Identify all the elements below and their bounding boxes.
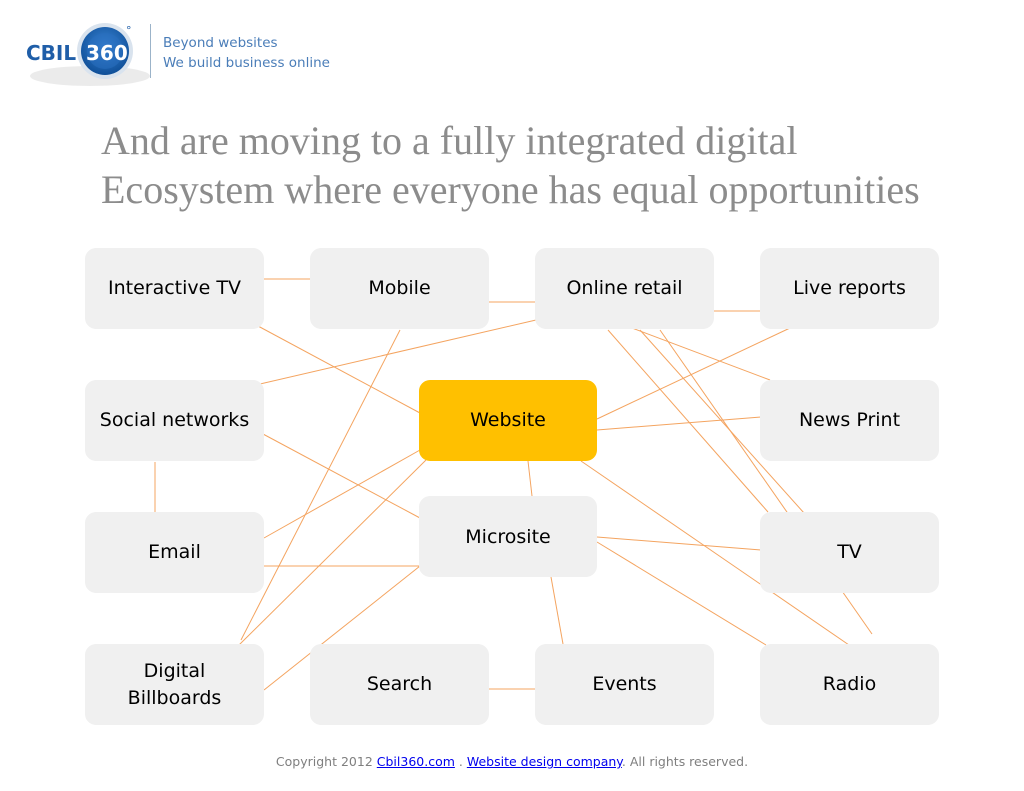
connector-microsite-tv — [596, 536, 762, 551]
node-social-networks[interactable]: Social networks — [85, 380, 264, 461]
node-events[interactable]: Events — [535, 644, 714, 725]
tagline-line-1: Beyond websites — [163, 35, 278, 51]
footer-link-cbil360[interactable]: Cbil360.com — [376, 754, 455, 769]
connector-website-microsite — [527, 460, 533, 497]
connector-online-retail-tv-a — [607, 329, 769, 513]
logo-text-360: 360 — [86, 41, 128, 65]
connector-online-retail-news-print — [631, 327, 771, 381]
node-microsite[interactable]: Microsite — [419, 496, 597, 577]
connector-website-billboards — [238, 459, 427, 646]
connector-mobile-billboards — [240, 329, 401, 641]
footer-suffix: . All rights reserved. — [621, 754, 749, 769]
connector-website-radio — [580, 460, 850, 646]
connector-microsite-billboards — [263, 565, 421, 691]
connector-live-reports-website — [596, 327, 791, 420]
connector-social-microsite — [262, 433, 421, 519]
node-search[interactable]: Search — [310, 644, 489, 725]
connector-microsite-events — [550, 576, 564, 645]
connector-online-retail-social — [259, 319, 537, 385]
footer-prefix: Copyright 2012 — [275, 754, 377, 769]
footer-separator: . — [454, 754, 467, 769]
node-website[interactable]: Website — [419, 380, 597, 461]
connector-microsite-radio — [596, 541, 767, 646]
slide-title: And are moving to a fully integrated dig… — [101, 116, 1001, 214]
company-logo[interactable]: CBIL 360 ° — [18, 18, 158, 98]
connector-interactive-tv-website — [257, 325, 421, 414]
node-live-reports[interactable]: Live reports — [760, 248, 939, 329]
node-radio[interactable]: Radio — [760, 644, 939, 725]
node-news-print[interactable]: News Print — [760, 380, 939, 461]
footer-link-website-design[interactable]: Website design company — [466, 754, 622, 769]
connector-website-news-print — [596, 416, 762, 431]
connector-online-retail-tv-b — [639, 329, 805, 514]
slide-title-line-2: Ecosystem where everyone has equal oppor… — [101, 167, 920, 212]
slide-title-line-1: And are moving to a fully integrated dig… — [101, 118, 798, 163]
tagline: Beyond websites We build business online — [163, 33, 330, 73]
footer: Copyright 2012 Cbil360.com . Website des… — [0, 754, 1024, 769]
node-mobile[interactable]: Mobile — [310, 248, 489, 329]
node-online-retail[interactable]: Online retail — [535, 248, 714, 329]
logo-divider — [150, 24, 151, 78]
node-email[interactable]: Email — [85, 512, 264, 593]
tagline-line-2: We build business online — [163, 55, 330, 71]
logo-degree: ° — [126, 24, 132, 37]
connector-website-email — [263, 449, 421, 539]
node-interactive-tv[interactable]: Interactive TV — [85, 248, 264, 329]
node-digital-billboards[interactable]: Digital Billboards — [85, 644, 264, 725]
logo-text-left: CBIL — [26, 41, 76, 65]
node-tv[interactable]: TV — [760, 512, 939, 593]
